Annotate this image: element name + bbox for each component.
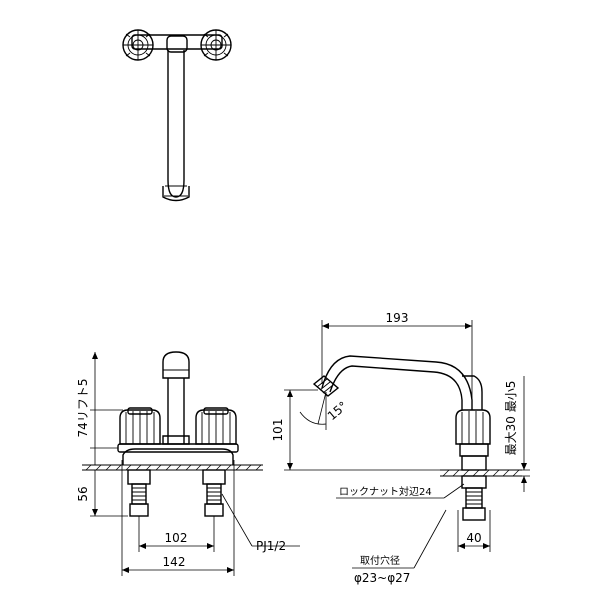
counter-hatch-side bbox=[440, 469, 522, 477]
shank-side bbox=[461, 475, 487, 521]
dim-102 bbox=[138, 516, 215, 552]
leader-hole bbox=[352, 509, 447, 569]
label-lock-nut: ロックナット対辺24 bbox=[339, 485, 432, 498]
dim-142 bbox=[121, 460, 235, 576]
label-15-degrees: 15° bbox=[325, 399, 350, 423]
spout-side bbox=[312, 355, 483, 410]
right-handle-top bbox=[200, 29, 232, 61]
dim-74-lift bbox=[90, 352, 123, 465]
leader-pj12 bbox=[221, 493, 300, 547]
dim-101 bbox=[284, 389, 440, 471]
right-handle-front bbox=[195, 407, 237, 445]
label-hole-range: φ23~φ27 bbox=[354, 571, 410, 585]
label-56: 56 bbox=[76, 486, 90, 501]
label-pj12: PJ1/2 bbox=[256, 539, 286, 553]
left-shank bbox=[127, 469, 151, 517]
label-193: 193 bbox=[386, 311, 409, 325]
dim-angle bbox=[299, 391, 327, 430]
dim-193 bbox=[321, 320, 473, 400]
leader-lock-nut bbox=[336, 483, 465, 499]
label-74-lift5: 74リフト5 bbox=[76, 379, 90, 438]
label-101: 101 bbox=[271, 419, 285, 442]
side-view bbox=[284, 320, 530, 569]
label-40: 40 bbox=[466, 531, 481, 545]
label-max30-min5: 最大30 最小5 bbox=[504, 381, 518, 456]
counter-hatch-front bbox=[82, 464, 263, 471]
label-142: 142 bbox=[163, 555, 186, 569]
dim-40 bbox=[457, 510, 491, 552]
dim-max-min bbox=[490, 376, 530, 492]
top-view bbox=[122, 29, 232, 202]
handle-side bbox=[455, 409, 491, 471]
left-handle-top bbox=[122, 29, 154, 61]
front-view bbox=[82, 351, 300, 576]
label-102: 102 bbox=[165, 531, 188, 545]
left-handle-front bbox=[119, 407, 161, 445]
right-shank bbox=[202, 469, 226, 517]
label-hole: 取付穴径 bbox=[360, 554, 400, 567]
